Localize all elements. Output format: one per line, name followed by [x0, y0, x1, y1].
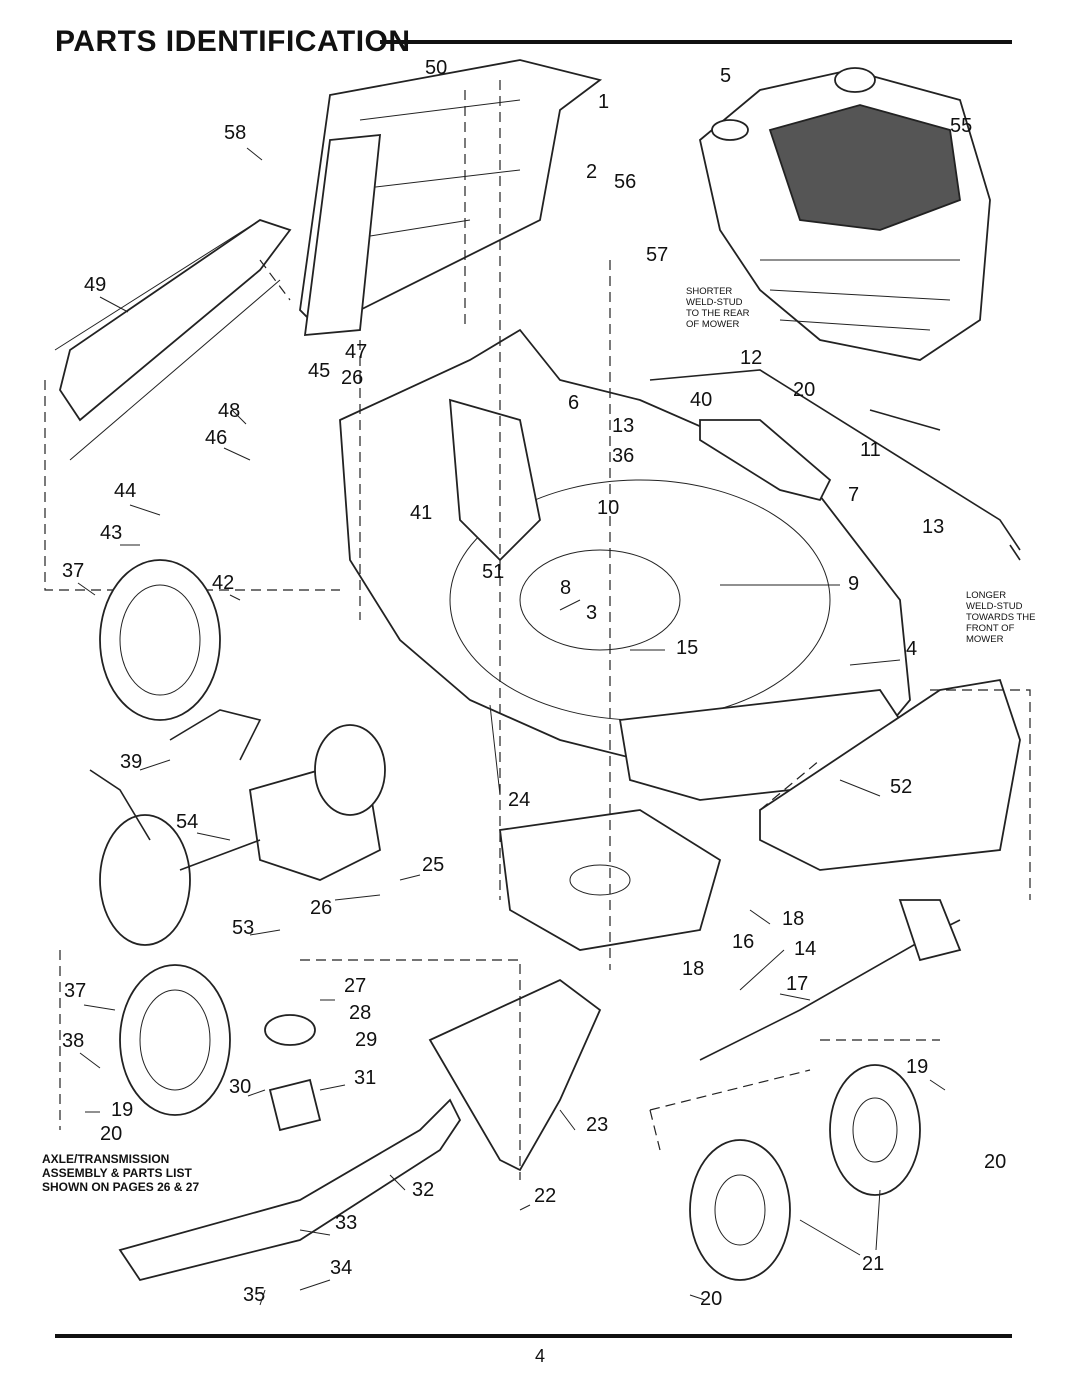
handle-bar-drawing	[649, 369, 1021, 561]
axle-note-line-3: SHOWN ON PAGES 26 & 27	[42, 1180, 200, 1194]
assembly-guide-lines	[59, 80, 940, 1180]
callout-58: 58	[224, 122, 246, 144]
page-number: 4	[534, 1346, 545, 1366]
callout-53: 53	[232, 917, 254, 939]
engine-drawing	[699, 67, 991, 361]
longer-weld-stud-line-2: WELD-STUD	[966, 601, 1023, 612]
callout-32: 32	[412, 1179, 434, 1201]
callout-7: 7	[848, 484, 859, 506]
longer-weld-stud-line-1: LONGER	[966, 590, 1007, 601]
callout-31: 31	[354, 1067, 376, 1089]
callout-33: 33	[335, 1212, 357, 1234]
callout-20c: 20	[984, 1151, 1006, 1173]
callout-27: 27	[344, 975, 366, 997]
callout-5: 5	[720, 65, 731, 87]
callout-49: 49	[84, 274, 106, 296]
callout-26: 26	[341, 367, 363, 389]
callout-20d: 20	[700, 1288, 722, 1310]
callout-38: 38	[62, 1030, 84, 1052]
callout-22: 22	[534, 1185, 556, 1207]
longer-weld-stud-note: LONGER WELD-STUD TOWARDS THE FRONT OF MO…	[966, 590, 1036, 645]
callout-47: 47	[345, 341, 367, 363]
axle-note-line-1: AXLE/TRANSMISSION	[42, 1152, 170, 1166]
axle-note-line-2: ASSEMBLY & PARTS LIST	[42, 1166, 192, 1180]
callout-26b: 26	[310, 897, 332, 919]
transmission-drawing	[89, 709, 386, 946]
longer-weld-stud-line-4: FRONT OF	[966, 623, 1015, 634]
callout-36: 36	[612, 445, 634, 467]
callout-37: 37	[62, 560, 84, 582]
callout-leader-lines	[77, 147, 946, 1306]
callout-41: 41	[410, 502, 432, 524]
callout-23: 23	[586, 1114, 608, 1136]
callout-40: 40	[690, 389, 712, 411]
callout-13b: 13	[922, 516, 944, 538]
callout-11: 11	[860, 439, 881, 461]
callout-52: 52	[890, 776, 912, 798]
callout-54: 54	[176, 811, 198, 833]
callout-37b: 37	[64, 980, 86, 1002]
callout-1: 1	[598, 91, 609, 113]
callout-56: 56	[614, 171, 636, 193]
callout-18: 18	[782, 908, 804, 930]
callout-51: 51	[482, 561, 504, 583]
callout-35: 35	[243, 1284, 265, 1306]
callout-18b: 18	[682, 958, 704, 980]
callout-46: 46	[205, 427, 227, 449]
page-title: PARTS IDENTIFICATION	[55, 25, 411, 58]
callout-45: 45	[308, 360, 330, 382]
callout-30: 30	[229, 1076, 251, 1098]
callout-20: 20	[793, 379, 815, 401]
callout-24: 24	[508, 789, 530, 811]
front-wheels-drawing	[689, 899, 962, 1281]
callout-44: 44	[114, 480, 136, 502]
callout-15: 15	[676, 637, 698, 659]
bag-frame-drawing	[299, 59, 603, 336]
axle-transmission-note: AXLE/TRANSMISSION ASSEMBLY & PARTS LIST …	[42, 1152, 199, 1194]
callout-34: 34	[330, 1257, 352, 1279]
callout-2: 2	[586, 161, 597, 183]
shorter-weld-stud-line-2: WELD-STUD	[686, 297, 743, 308]
callout-21: 21	[862, 1253, 884, 1275]
callout-12: 12	[740, 347, 762, 369]
footer-rule	[55, 1334, 1012, 1338]
title-rule	[380, 40, 1012, 44]
callout-43: 43	[100, 522, 122, 544]
callout-labels: 50 1 5 55 58 2 56 57 49 47 26 45 48 46 6…	[62, 57, 1006, 1310]
callout-16: 16	[732, 931, 754, 953]
left-rear-wheel-drawing	[99, 559, 231, 1116]
callout-19: 19	[111, 1099, 133, 1121]
callout-57: 57	[646, 244, 668, 266]
callout-6: 6	[568, 392, 579, 414]
callout-50: 50	[425, 57, 447, 79]
callout-4: 4	[906, 638, 917, 660]
longer-weld-stud-line-5: MOWER	[966, 634, 1004, 645]
callout-10: 10	[597, 497, 619, 519]
callout-55: 55	[950, 115, 972, 137]
callout-28: 28	[349, 1002, 371, 1024]
shorter-weld-stud-note: SHORTER WELD-STUD TO THE REAR OF MOWER	[686, 286, 750, 330]
callout-8: 8	[560, 577, 571, 599]
callout-42: 42	[212, 572, 234, 594]
shorter-weld-stud-line-3: TO THE REAR	[686, 308, 750, 319]
shorter-weld-stud-line-1: SHORTER	[686, 286, 733, 297]
mower-deck-drawing	[339, 328, 911, 801]
callout-25: 25	[422, 854, 444, 876]
callout-39: 39	[120, 751, 142, 773]
callout-13: 13	[612, 415, 634, 437]
rear-rail-drawing	[759, 678, 1031, 900]
callout-20b: 20	[100, 1123, 122, 1145]
callout-17: 17	[786, 973, 808, 995]
callout-29: 29	[355, 1029, 377, 1051]
callout-19b: 19	[906, 1056, 928, 1078]
callout-9: 9	[848, 573, 859, 595]
blade-assembly-drawing	[118, 809, 722, 1282]
callout-3: 3	[586, 602, 597, 624]
bag-panel-drawing	[44, 219, 340, 591]
callout-48: 48	[218, 400, 240, 422]
longer-weld-stud-line-3: TOWARDS THE	[966, 612, 1036, 623]
callout-14: 14	[794, 938, 816, 960]
shorter-weld-stud-line-4: OF MOWER	[686, 319, 740, 330]
